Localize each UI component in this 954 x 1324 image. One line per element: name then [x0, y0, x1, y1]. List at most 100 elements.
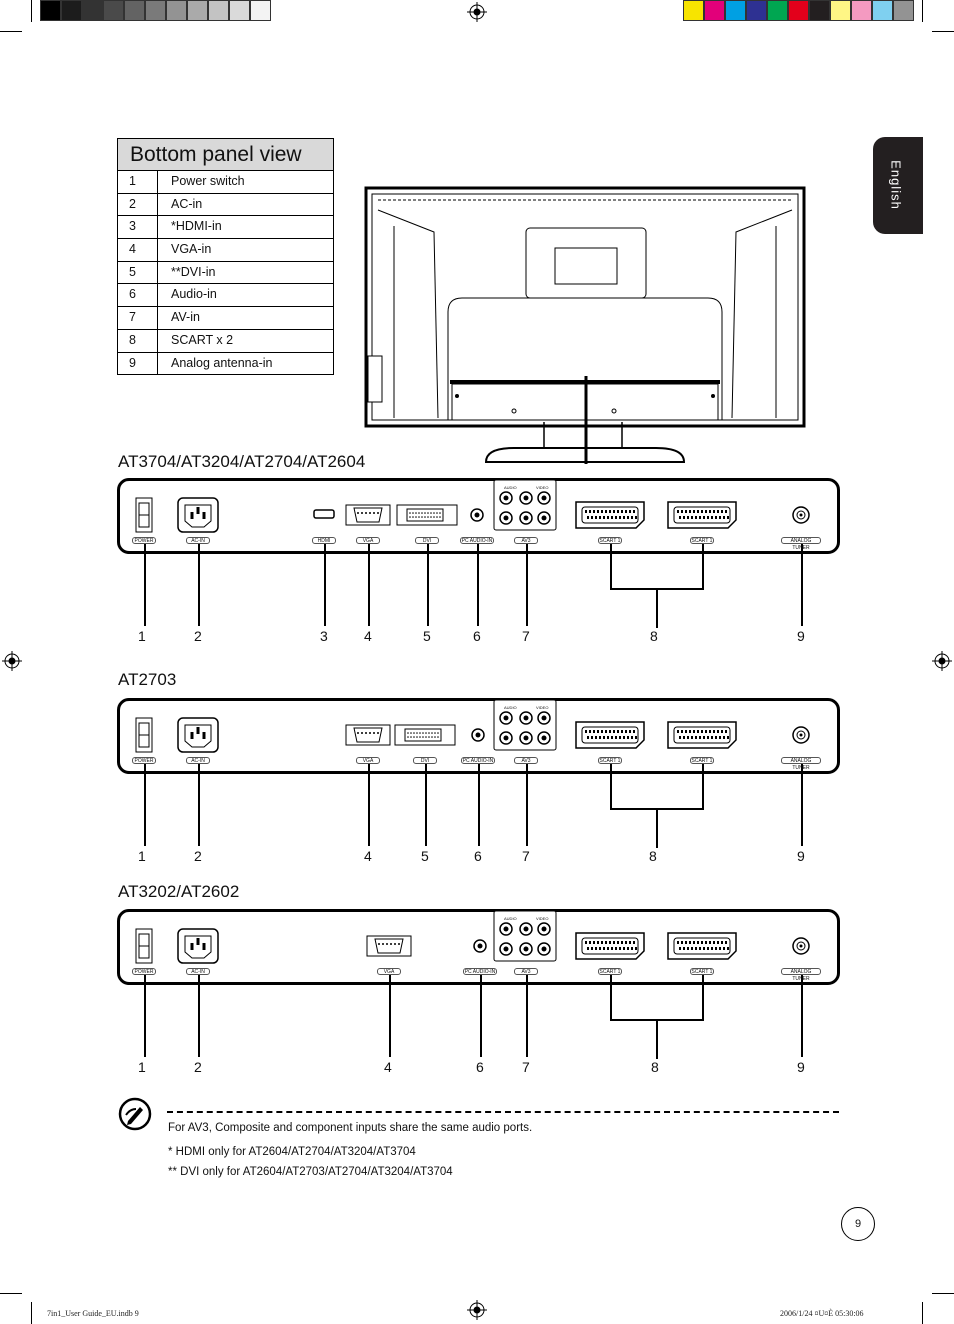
registration-mark-icon — [932, 651, 952, 671]
av3-video-label: VIDEO — [536, 485, 549, 490]
av3-audio-label: AUDIO — [504, 705, 517, 710]
callout-number: 6 — [476, 1059, 484, 1075]
connector-drawing — [135, 479, 810, 533]
connector-panel — [117, 909, 840, 985]
leader-line — [389, 975, 391, 1057]
callout-number: 6 — [474, 848, 482, 864]
row-label: Audio-in — [171, 287, 217, 302]
callout-number: 5 — [423, 628, 431, 644]
row-number: 5 — [118, 261, 158, 284]
color-swatch — [893, 0, 914, 21]
gray-swatch — [40, 0, 61, 21]
row-number: 1 — [118, 171, 158, 193]
scart-port-icon — [667, 501, 737, 529]
scart-bracket — [610, 764, 612, 808]
note-dvi: ** DVI only for AT2604/AT2703/AT2704/AT3… — [168, 1166, 453, 1178]
table-row: 9 Analog antenna-in — [118, 352, 333, 375]
scart-bracket — [702, 544, 704, 588]
callout-number: 8 — [649, 848, 657, 864]
row-number: 4 — [118, 239, 158, 261]
language-tab — [873, 137, 923, 234]
tv-rear-illustration — [364, 186, 806, 464]
table-row: 3 *HDMI-in — [118, 216, 333, 240]
av3-video-label: VIDEO — [536, 916, 549, 921]
gray-swatch — [229, 0, 250, 21]
callout-number: 9 — [797, 1059, 805, 1075]
color-swatch — [788, 0, 809, 21]
callout-number: 1 — [138, 1059, 146, 1075]
leader-line — [144, 544, 146, 626]
scart-bracket — [702, 975, 704, 1019]
row-label: Analog antenna-in — [171, 355, 273, 370]
port-label-dvi: DVI — [413, 757, 437, 764]
crop-mark — [932, 1293, 954, 1294]
leader-line — [801, 975, 803, 1057]
callout-number: 2 — [194, 848, 202, 864]
leader-line — [324, 544, 326, 626]
crop-mark — [31, 0, 32, 22]
table-row: 5**DVI-in — [118, 261, 333, 285]
port-label-scart1b: SCART 1 — [690, 968, 714, 975]
color-swatch — [830, 0, 851, 21]
language-tab-label: English — [888, 160, 904, 210]
scart-bracket — [702, 764, 704, 808]
crop-mark — [31, 1302, 32, 1324]
port-label-scart1b: SCART 1 — [690, 537, 714, 544]
callout-number: 8 — [650, 628, 658, 644]
scart-port-icon — [575, 721, 645, 749]
color-swatch — [872, 0, 893, 21]
callout-number: 9 — [797, 848, 805, 864]
callout-number: 3 — [320, 628, 328, 644]
port-label-tuner: ANALOG TUNER — [781, 537, 821, 551]
av3-audio-label: AUDIO — [504, 916, 517, 921]
leader-line — [526, 975, 528, 1057]
scart-bracket — [656, 808, 658, 848]
leader-line — [801, 764, 803, 846]
row-label: *HDMI-in — [171, 219, 222, 234]
footer-file-info: 7in1_User Guide_EU.indb 9 — [47, 1309, 139, 1318]
note-av3: For AV3, Composite and component inputs … — [168, 1122, 533, 1134]
port-label-dvi: DVI — [415, 537, 439, 544]
connector-drawing — [135, 910, 810, 964]
crop-mark — [922, 1302, 923, 1324]
port-label-acin: AC-IN — [186, 968, 210, 975]
color-swatch — [809, 0, 830, 21]
port-label-scart1a: SCART 1 — [598, 757, 622, 764]
port-label-acin: AC-IN — [186, 757, 210, 764]
callout-number: 2 — [194, 1059, 202, 1075]
port-label-acin: AC-IN — [186, 537, 210, 544]
callout-number: 8 — [651, 1059, 659, 1075]
leader-line — [477, 544, 479, 626]
crop-mark — [0, 31, 22, 32]
scart-port-icon — [667, 721, 737, 749]
gray-swatch — [82, 0, 103, 21]
row-label: SCART x 2 — [171, 332, 234, 347]
table-row: 1 Power switch — [118, 171, 333, 194]
callout-number: 7 — [522, 628, 530, 644]
callout-number: 6 — [473, 628, 481, 644]
leader-line — [427, 544, 429, 626]
gray-swatch — [124, 0, 145, 21]
gray-swatch — [103, 0, 124, 21]
scart-port-icon — [667, 932, 737, 960]
connector-drawing — [135, 699, 810, 753]
table-title: Bottom panel view — [118, 139, 333, 171]
row-label: Power switch — [171, 174, 245, 188]
row-label: AV-in — [171, 310, 200, 325]
leader-line — [198, 764, 200, 846]
leader-line — [198, 544, 200, 626]
registration-mark-icon — [467, 2, 487, 22]
leader-line — [368, 544, 370, 626]
gray-swatch — [250, 0, 271, 21]
port-label-tuner: ANALOG TUNER — [781, 757, 821, 771]
port-label-power: POWER — [132, 537, 156, 544]
row-number: 3 — [118, 216, 158, 239]
color-swatch — [767, 0, 788, 21]
notes-divider — [167, 1111, 839, 1113]
port-label-av3: AV3 — [514, 968, 538, 975]
leader-line — [198, 975, 200, 1057]
note-pen-icon — [118, 1097, 152, 1131]
row-number: 9 — [118, 352, 158, 375]
